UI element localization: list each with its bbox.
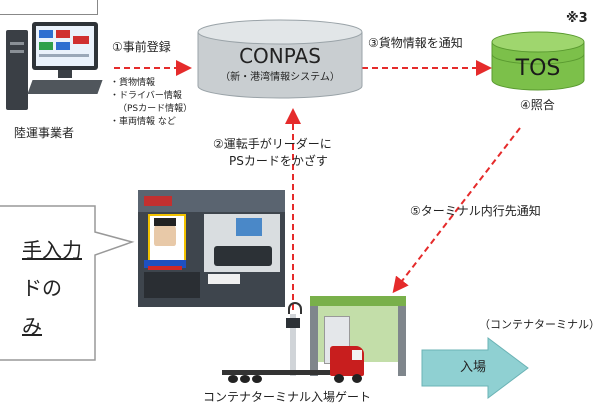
operator-info-line: ・貨物情報	[110, 78, 156, 88]
arrow-step5	[392, 127, 521, 294]
enter-arrow	[421, 337, 529, 399]
step2-label-line2: PSカードをかざす	[229, 154, 328, 168]
callout-line: み	[22, 314, 42, 338]
step5-label: ⑤ターミナル内行先通知	[410, 204, 541, 218]
terminal-label: （コンテナターミナル）	[479, 318, 600, 331]
operator-info-line: ・ドライバー情報	[110, 91, 182, 101]
truck-icon	[212, 340, 372, 384]
step3-label: ③貨物情報を通知	[368, 36, 463, 50]
conpas-database	[197, 19, 363, 99]
tos-database	[491, 31, 585, 91]
computer-icon	[6, 22, 106, 122]
tos-note: ※3	[566, 11, 588, 26]
step1-label: ①事前登録	[112, 40, 171, 54]
callout-line: ドの	[22, 276, 62, 300]
card-reader-photo	[138, 190, 285, 307]
conpas-title: CONPAS	[239, 44, 321, 68]
step4-label: ④照合	[520, 98, 555, 112]
top-callout-fragment	[0, 0, 98, 15]
operator-info-line: （PSカード情報）	[118, 104, 193, 114]
tos-title: TOS	[515, 56, 561, 81]
step2-label-line1: ②運転手がリーダーに	[213, 137, 332, 151]
conpas-subtitle: （新・港湾情報システム）	[220, 72, 340, 83]
operator-info-line: ・車両情報 など	[110, 117, 176, 127]
enter-label: 入場	[460, 360, 487, 375]
operator-label: 陸運事業者	[14, 126, 75, 140]
callout-line: 手入力	[22, 238, 82, 262]
callout-bubble	[0, 205, 135, 361]
gate-label: コンテナターミナル入場ゲート	[203, 390, 372, 404]
